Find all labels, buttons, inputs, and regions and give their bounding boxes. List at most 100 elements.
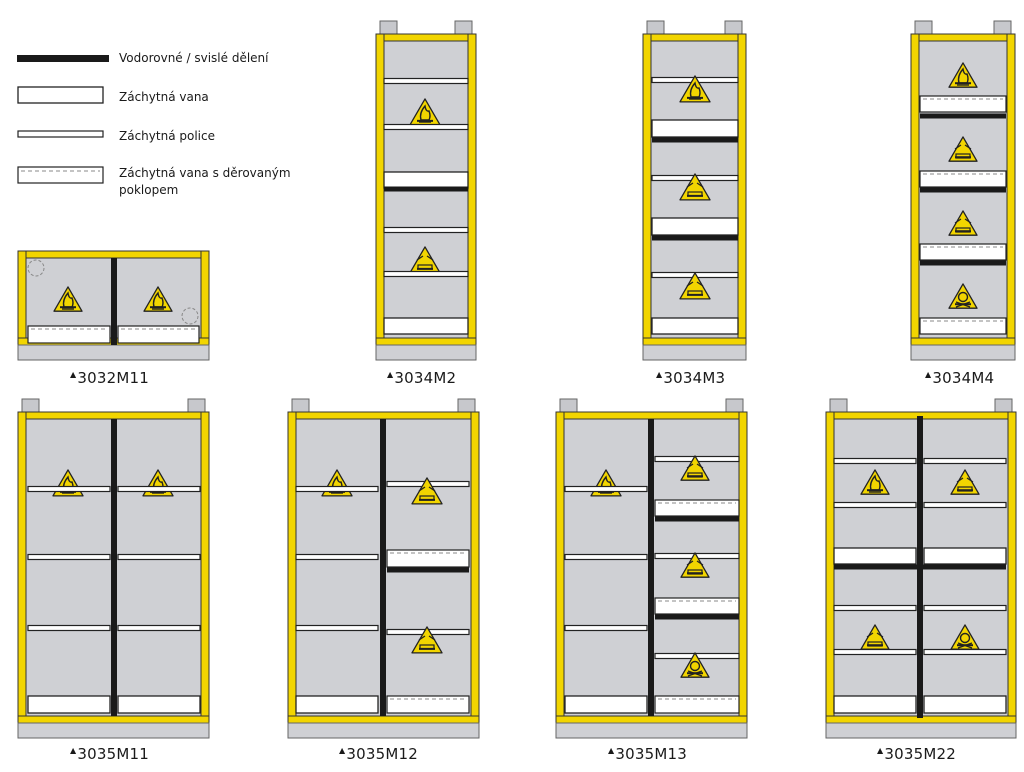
perforated-tray <box>117 325 200 344</box>
plinth <box>375 344 477 361</box>
frame-right <box>200 411 210 725</box>
retention-shelf <box>923 457 1007 465</box>
vertical-divider <box>648 419 654 716</box>
plinth <box>910 344 1016 361</box>
hazard-text-bar <box>60 306 76 309</box>
legend <box>17 55 109 184</box>
hazard-text-bar <box>955 230 971 233</box>
flame-shape <box>152 291 164 308</box>
flame-icon <box>948 62 978 88</box>
vent-right <box>457 398 476 414</box>
plinth <box>825 722 1017 739</box>
test-tubes <box>416 255 434 261</box>
corrosive-icon <box>950 469 980 495</box>
hazard-triangle <box>679 75 711 103</box>
perforated-tray <box>654 499 740 517</box>
retention-shelf <box>295 553 379 561</box>
test-tubes <box>686 281 704 287</box>
hazard-text-bar <box>957 644 973 647</box>
retention-shelf <box>27 553 111 561</box>
frame-bottom <box>17 715 210 724</box>
frame-bottom <box>642 337 747 346</box>
frame-right <box>200 250 210 347</box>
pipe-outlet <box>181 307 199 325</box>
legend-divider-label: Vodorovné / svislé dělení <box>119 51 269 65</box>
frame-right <box>467 33 477 347</box>
retention-tray <box>383 171 469 189</box>
frame-right <box>470 411 480 725</box>
vent-left <box>646 20 665 36</box>
corrosive-icon <box>680 552 710 578</box>
frame-left <box>825 411 835 725</box>
vent-right <box>724 20 743 36</box>
cabinet-c2 <box>375 20 477 361</box>
plinth <box>555 722 748 739</box>
vent-left <box>379 20 398 36</box>
cabinet-label-c7: ▲3035M13 <box>608 745 687 763</box>
retention-shelf <box>833 501 917 509</box>
perforated-tray <box>919 243 1007 261</box>
horizontal-divider <box>387 567 469 573</box>
flame-shape <box>957 67 969 84</box>
hazard-text-bar <box>419 647 435 650</box>
retention-shelf <box>295 624 379 632</box>
test-tubes <box>686 560 704 566</box>
hazard-text-bar <box>687 194 703 197</box>
frame-top <box>287 411 480 420</box>
skull <box>957 291 969 303</box>
retention-tray <box>117 695 201 714</box>
cabinet-c8 <box>825 398 1017 739</box>
legend-perforated-label: Záchytná vana s děrovaným poklopem <box>119 166 291 197</box>
hazard-text-bar <box>867 644 883 647</box>
frame-top <box>375 33 477 42</box>
retention-tray <box>564 695 648 714</box>
vent-left <box>914 20 933 36</box>
flame-shape <box>689 81 701 98</box>
vent-left <box>559 398 578 414</box>
plinth <box>17 722 210 739</box>
corrosive-icon <box>948 210 978 236</box>
retention-shelf <box>117 485 201 493</box>
frame-right <box>738 411 748 725</box>
retention-shelf <box>117 624 201 632</box>
plinth <box>642 344 747 361</box>
vent-left <box>21 398 40 414</box>
cabinet-label-c4: ▲3034M4 <box>925 369 995 387</box>
perforated-tray <box>386 695 470 714</box>
retention-shelf <box>923 648 1007 656</box>
frame-left <box>910 33 920 347</box>
horizontal-divider <box>652 137 738 143</box>
flame-shape <box>419 104 431 121</box>
retention-shelf <box>833 604 917 612</box>
vent-right <box>454 20 473 36</box>
cabinet-c4 <box>910 20 1016 361</box>
perforated-tray <box>919 95 1007 113</box>
horizontal-divider <box>834 564 1006 570</box>
frame-top <box>555 411 748 420</box>
retention-tray <box>295 695 379 714</box>
flame-shape <box>869 474 881 491</box>
hazard-text-bar <box>150 306 166 309</box>
cabinet-label-c1: ▲3032M11 <box>70 369 149 387</box>
vent-left <box>829 398 848 414</box>
legend-shelf-swatch <box>17 130 104 138</box>
toxic-icon <box>680 652 710 678</box>
legend-shelf-label: Záchytná police <box>119 129 215 143</box>
frame-left <box>375 33 385 347</box>
pipe-outlet <box>27 259 45 277</box>
test-tubes <box>954 218 972 224</box>
retention-shelf <box>27 485 111 493</box>
flame-icon <box>860 469 890 495</box>
test-tubes <box>866 632 884 638</box>
frame-bottom <box>287 715 480 724</box>
hazard-text-bar <box>687 293 703 296</box>
vertical-divider <box>111 419 117 716</box>
perforated-tray <box>654 597 740 615</box>
vent-right <box>993 20 1012 36</box>
horizontal-divider <box>384 186 468 192</box>
legend-perforated-swatch <box>17 166 104 184</box>
hazard-text-bar <box>687 475 703 478</box>
corrosive-icon <box>679 272 711 300</box>
flame-icon <box>143 286 173 312</box>
frame-left <box>17 250 27 347</box>
